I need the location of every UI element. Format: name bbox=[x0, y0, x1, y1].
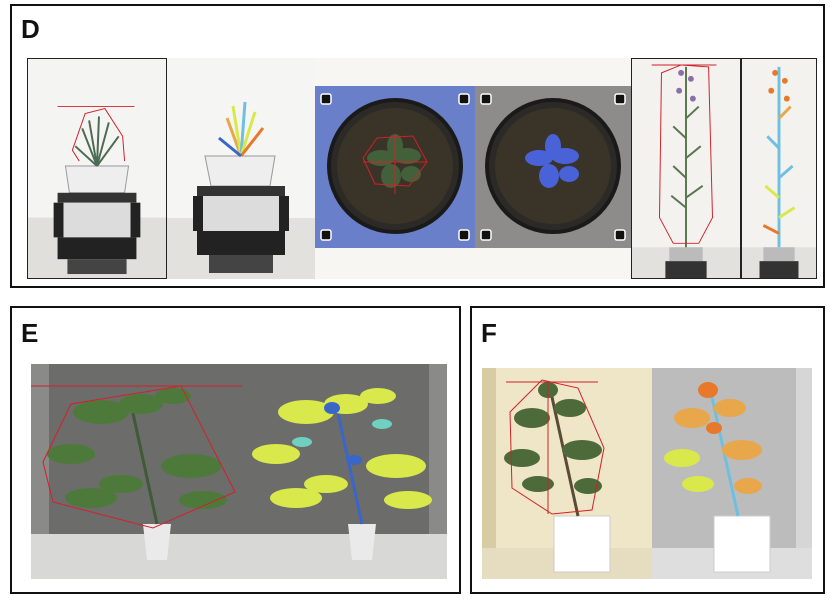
panel-d: D bbox=[10, 4, 825, 288]
panel-d-image-3-top-view-hull bbox=[315, 58, 475, 279]
panel-d-image-2-side-view-pseudocolor bbox=[167, 58, 315, 279]
panel-d-image-5-tall-plant-hull bbox=[631, 58, 741, 279]
panel-f: F bbox=[470, 306, 825, 594]
panel-f-label: F bbox=[481, 318, 497, 348]
panel-d-image-6-tall-plant-pseudocolor bbox=[741, 58, 817, 279]
panel-e-image-1-plant-hull bbox=[31, 364, 242, 579]
panel-d-image-1-side-view-hull bbox=[27, 58, 167, 279]
panel-e-label: E bbox=[21, 318, 39, 348]
panel-f-image-1-plant-hull bbox=[482, 368, 652, 579]
panel-e-image-2-plant-pseudocolor bbox=[242, 364, 447, 579]
panel-d-image-4-top-view-pseudocolor bbox=[475, 58, 631, 279]
panel-f-image-2-plant-pseudocolor bbox=[652, 368, 812, 579]
panel-d-label: D bbox=[21, 14, 40, 44]
panel-e: E bbox=[10, 306, 461, 594]
